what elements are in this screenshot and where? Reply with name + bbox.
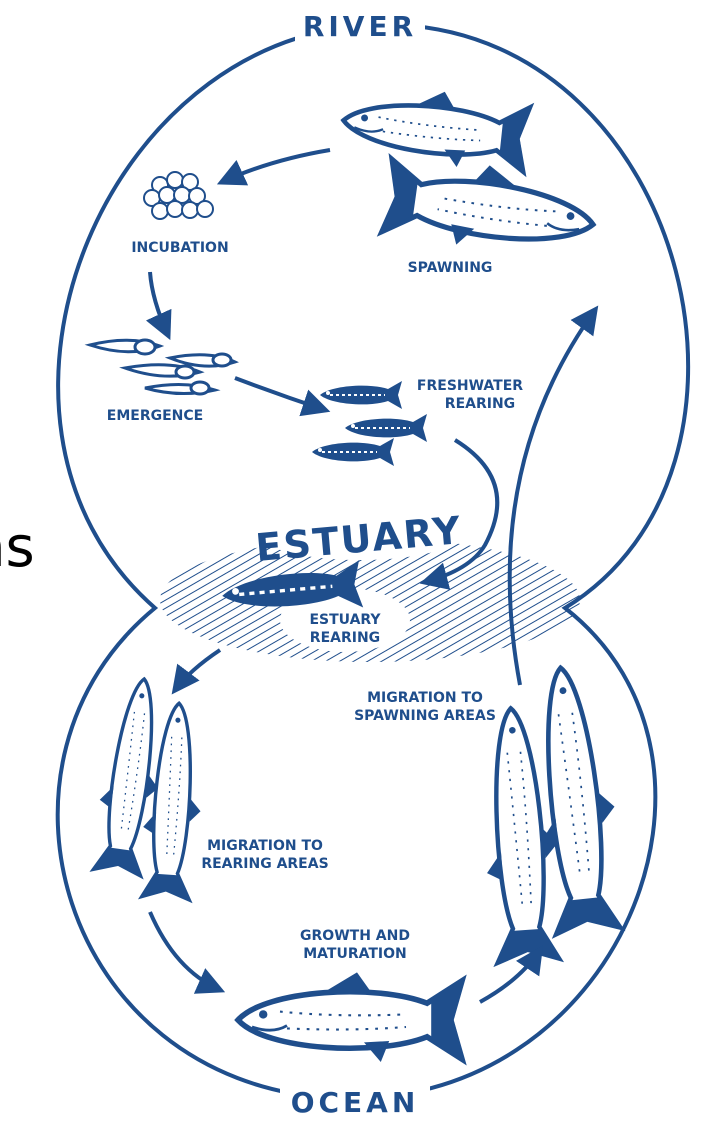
stage-freshwater-label-line2: REARING	[445, 396, 515, 412]
stage-emergence-label: EMERGENCE	[107, 408, 203, 424]
cycle-arrow-icon	[150, 272, 168, 335]
salmon-fish-icon	[238, 972, 465, 1062]
salmon-fish-icon	[340, 81, 533, 174]
stage-estuary-rearing-line1: ESTUARY	[309, 612, 381, 628]
stage-incubation-label: INCUBATION	[131, 240, 228, 256]
cycle-arrow-icon	[222, 150, 330, 182]
stage-migration-rearing-line1: MIGRATION TO	[207, 838, 323, 854]
stage-migration-spawning-line2: SPAWNING AREAS	[354, 708, 496, 724]
stage-freshwater-label-line1: FRESHWATER	[417, 378, 523, 394]
stage-migration-spawning-line1: MIGRATION TO	[367, 690, 483, 706]
parr-icon	[312, 438, 394, 466]
egg-cluster-icon	[144, 172, 213, 219]
stage-growth-line2: MATURATION	[303, 946, 407, 962]
stage-migration-rearing-line2: REARING AREAS	[201, 856, 328, 872]
cycle-arrow-icon	[235, 378, 325, 410]
region-river-label: RIVER	[303, 10, 417, 43]
stage-spawning-label: SPAWNING	[408, 260, 493, 276]
region-ocean-label: OCEAN	[291, 1086, 420, 1119]
cycle-arrow-icon	[150, 912, 220, 990]
stage-estuary-rearing-line2: REARING	[310, 630, 380, 646]
stage-growth-line1: GROWTH AND	[300, 928, 410, 944]
cycle-arrow-icon	[175, 650, 220, 690]
parr-icon	[345, 414, 427, 442]
fry-icon	[90, 340, 235, 394]
parr-icon	[320, 381, 402, 409]
salmon-fish-icon	[379, 151, 599, 263]
